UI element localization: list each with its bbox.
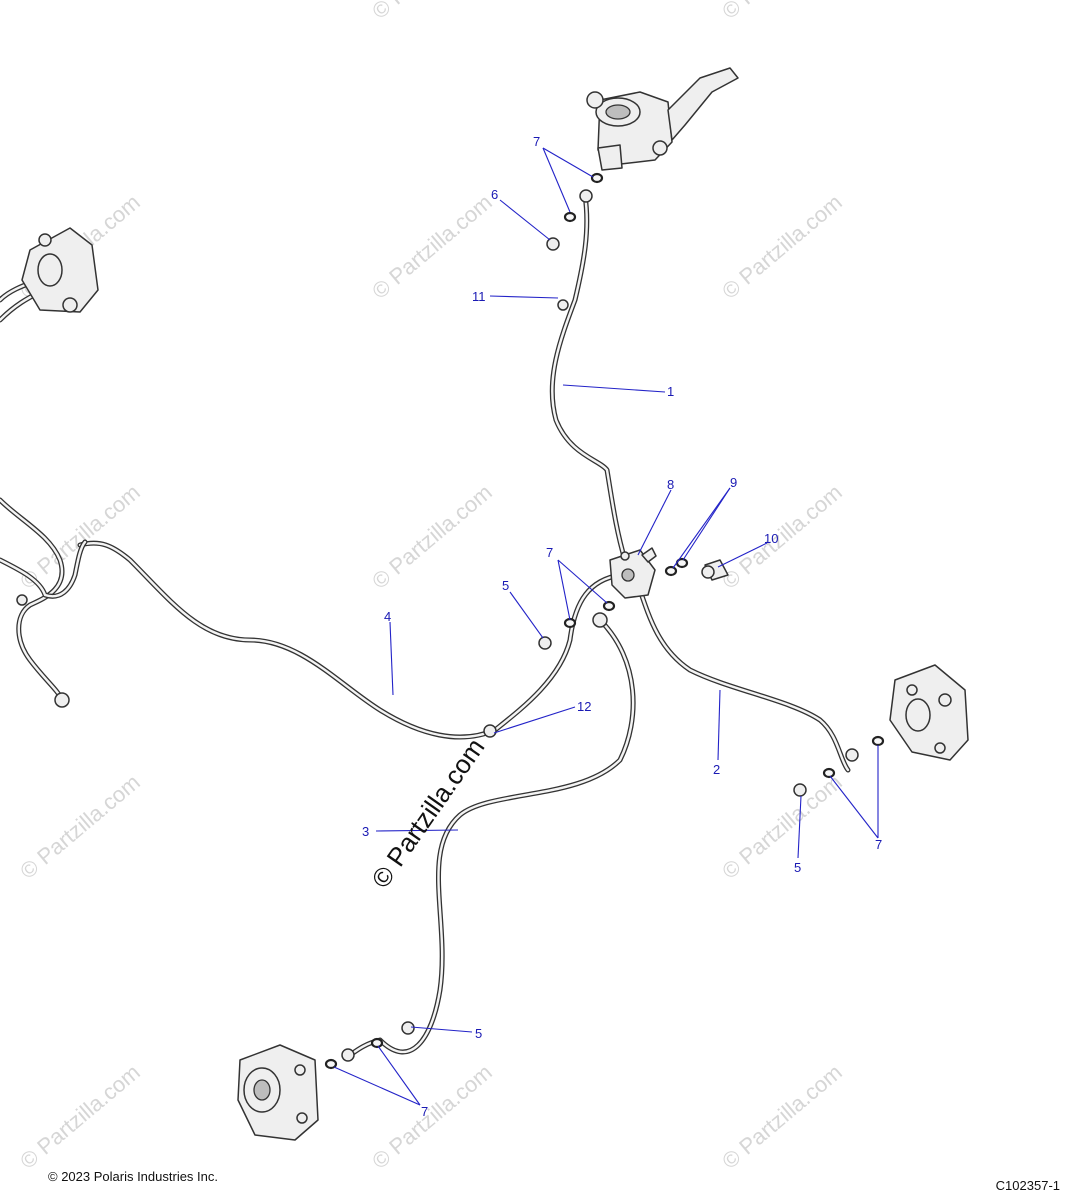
watermark: © Partzilla.com [717,189,847,303]
washer [324,1058,338,1070]
watermark-grid: © Partzilla.com © Partzilla.com © Partzi… [15,0,847,1174]
watermark: © Partzilla.com [15,479,145,593]
callout-9: 9 [730,475,737,490]
left-rear-caliper [237,1044,319,1141]
callout-5: 5 [502,578,509,593]
washer [563,211,577,223]
callout-2: 2 [713,762,720,777]
watermark: © Partzilla.com [717,1059,847,1173]
watermark: © Partzilla.com [367,1059,497,1173]
washer [822,767,836,779]
right-front-caliper [889,664,969,761]
left-front-caliper [21,227,99,313]
callout-7: 7 [533,134,540,149]
leader-lines [333,147,879,1106]
callout-4: 4 [384,609,391,624]
watermark: © Partzilla.com [15,1059,145,1173]
watermark: © Partzilla.com [367,189,497,303]
watermark: © Partzilla.com [717,0,847,24]
watermark: © Partzilla.com [367,0,497,24]
callout-labels: 7 6 11 1 8 9 10 7 5 4 12 2 3 5 7 5 7 [362,134,882,1119]
banjo-fitting [592,612,608,628]
bolt [793,783,807,797]
bolt [401,1021,415,1035]
pressure-switch [701,559,729,581]
brake-hoses [0,192,851,1061]
washer [664,565,678,577]
washer [563,617,577,629]
watermark: © Partzilla.com [717,769,847,883]
master-cylinder [586,67,739,171]
callout-5: 5 [475,1026,482,1041]
callout-7: 7 [875,837,882,852]
callout-7: 7 [421,1104,428,1119]
bolt [546,237,560,251]
washer [602,600,616,612]
left-brake-lines [0,497,65,703]
hose-clip [557,299,569,311]
callout-5: 5 [794,860,801,875]
hardware [324,172,885,1070]
callout-1: 1 [667,384,674,399]
center-watermark: © Partzilla.com [365,733,490,894]
callout-8: 8 [667,477,674,492]
bolt [579,189,593,203]
brake-hose-3 [342,617,636,1061]
brake-hose-2 [637,587,851,773]
callout-11: 11 [472,289,486,304]
callout-12: 12 [577,699,591,714]
watermark: © Partzilla.com [367,479,497,593]
junction-block [609,547,657,599]
callout-6: 6 [491,187,498,202]
washer [370,1037,384,1049]
copyright-notice: © 2023 Polaris Industries Inc. [48,1169,218,1184]
callout-10: 10 [764,531,778,546]
left-rear-fitting [16,594,70,708]
washer [590,172,604,184]
banjo-fitting [341,1048,355,1062]
washer [871,735,885,747]
callout-3: 3 [362,824,369,839]
figure-id: C102357-1 [996,1178,1060,1193]
bolt [538,636,552,650]
watermark: © Partzilla.com [717,479,847,593]
watermark: © Partzilla.com [15,769,145,883]
hose-clip [483,724,497,738]
callout-7: 7 [546,545,553,560]
banjo-fitting [845,748,859,762]
